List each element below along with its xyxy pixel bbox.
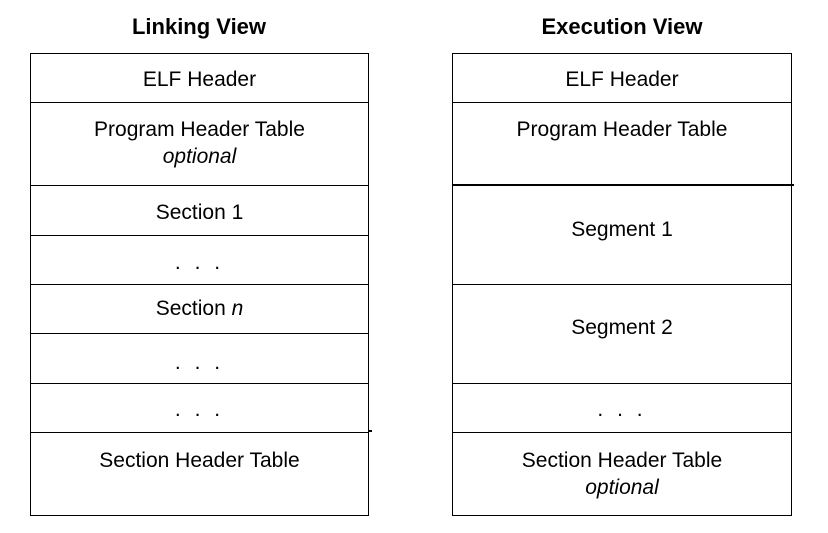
linking-ellipsis-row: . . . bbox=[31, 334, 368, 384]
linking-ellipsis-row: . . . bbox=[31, 384, 368, 433]
row-label: . . . bbox=[597, 398, 647, 421]
row-label: ELF Header bbox=[565, 68, 679, 91]
linking-view-title: Linking View bbox=[131, 14, 267, 39]
execution-ellipsis-row: . . . bbox=[453, 384, 791, 433]
divider-overhang bbox=[368, 430, 372, 432]
row-sublabel: optional bbox=[585, 476, 659, 499]
row-label: Section Header Table bbox=[521, 449, 723, 472]
row-label-italic: n bbox=[231, 297, 244, 320]
linking-section-n-row: Section n bbox=[31, 285, 368, 334]
row-label: . . . bbox=[174, 251, 225, 274]
linking-section-1-row: Section 1 bbox=[31, 186, 368, 236]
row-label: Segment 1 bbox=[571, 218, 673, 241]
row-label: Segment 2 bbox=[571, 316, 673, 339]
linking-ellipsis-row: . . . bbox=[31, 236, 368, 285]
row-sublabel: optional bbox=[162, 145, 237, 168]
linking-section-header-table-row: Section Header Table bbox=[31, 433, 368, 515]
execution-segment-1-row: Segment 1 bbox=[453, 186, 791, 285]
execution-segment-2-row: Segment 2 bbox=[453, 285, 791, 384]
linking-program-header-table-row: Program Header Table optional bbox=[31, 103, 368, 186]
execution-elf-header-row: ELF Header bbox=[453, 54, 791, 103]
linking-view-table: ELF Header Program Header Table optional… bbox=[30, 53, 369, 516]
execution-view-title: Execution View bbox=[541, 14, 703, 39]
row-label: Section Header Table bbox=[99, 449, 300, 472]
execution-section-header-table-row: Section Header Table optional bbox=[453, 433, 791, 515]
row-label: Section 1 bbox=[155, 201, 244, 224]
execution-program-header-table-row: Program Header Table bbox=[453, 103, 791, 186]
divider-overhang bbox=[452, 184, 794, 186]
row-label: Program Header Table bbox=[94, 118, 305, 141]
row-label: ELF Header bbox=[142, 68, 257, 91]
row-label: . . . bbox=[174, 351, 225, 374]
linking-elf-header-row: ELF Header bbox=[31, 54, 368, 103]
row-label: Program Header Table bbox=[516, 118, 728, 141]
execution-view-table: ELF Header Program Header Table Segment … bbox=[452, 53, 792, 516]
row-label: . . . bbox=[174, 398, 225, 421]
row-label: Section bbox=[155, 297, 232, 320]
